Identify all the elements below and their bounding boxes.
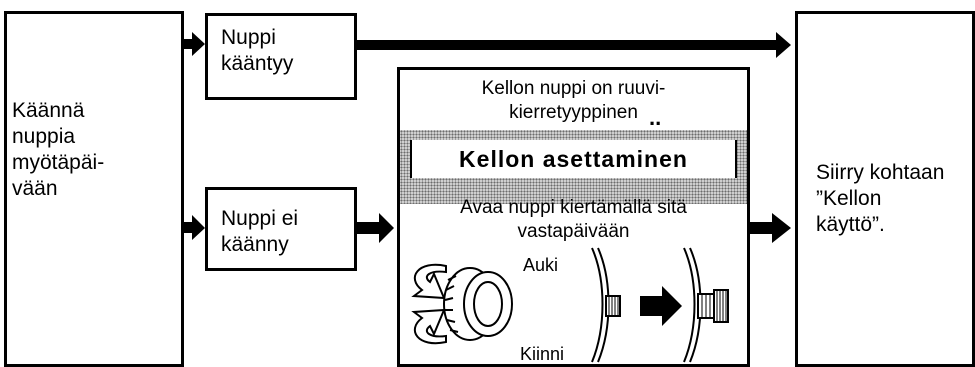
go-to-section-text: Siirry kohtaan ”Kellon käyttö”. — [816, 161, 945, 236]
section-heading: Kellon asettaminen — [410, 140, 737, 178]
knob-does-not-turn-text: Nuppi ei käänny — [221, 207, 299, 256]
watch-case-open-icon — [591, 247, 621, 363]
arrow-right-icon — [184, 215, 205, 240]
start-box: Käännä nuppia myötäpäi- vään — [4, 11, 184, 367]
watch-case-closed-icon — [683, 247, 729, 363]
knob-turns-text: Nuppi kääntyy — [221, 26, 294, 75]
arrow-right-icon — [357, 213, 394, 243]
big-right-arrow-icon — [640, 286, 682, 326]
knob-does-not-turn-box: Nuppi ei käänny — [205, 187, 357, 271]
arrow-right-icon — [750, 213, 791, 243]
crown-type-text: Kellon nuppi on ruuvi- kierretyyppinen — [481, 78, 666, 123]
crown-knob-icon — [443, 267, 513, 341]
arrow-right-icon — [357, 32, 791, 58]
crown-illustration — [411, 247, 729, 363]
arrow-right-icon — [184, 32, 205, 56]
label-closed: Kiinni — [520, 344, 565, 364]
go-to-section-box: Siirry kohtaan ”Kellon käyttö”. — [795, 11, 975, 367]
time-setting-panel: Kellon nuppi on ruuvi- kierretyyppinen .… — [397, 67, 750, 367]
instruction-text: Avaa nuppi kiertämällä sitä vastapäivään — [460, 197, 687, 242]
start-box-text: Käännä nuppia myötäpäi- vään — [12, 99, 105, 200]
knob-turns-box: Nuppi kääntyy — [205, 13, 357, 100]
label-open: Auki — [523, 255, 559, 275]
ellipsis-dots: .. — [649, 105, 662, 130]
